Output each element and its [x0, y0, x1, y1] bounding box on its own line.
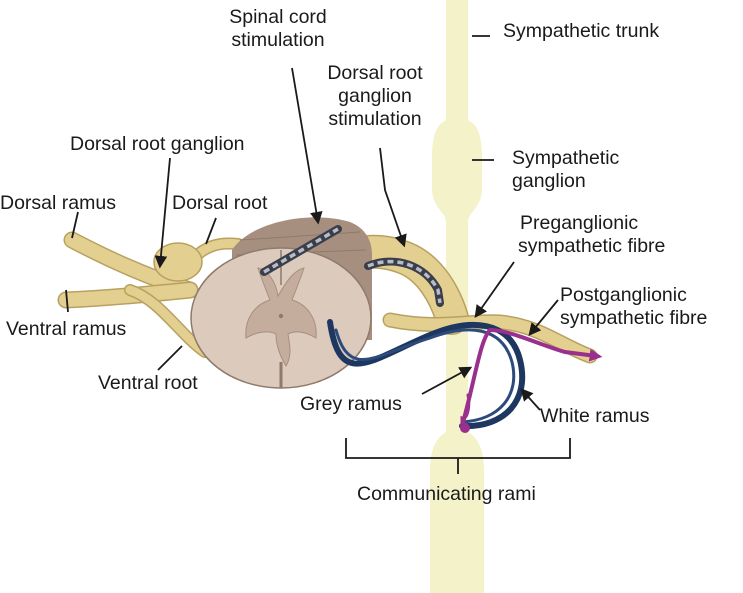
label-line: ganglion [512, 170, 586, 192]
label-line: Sympathetic [512, 147, 620, 169]
scs-electrode [260, 225, 342, 276]
label-ventral-ramus: Ventral ramus [6, 318, 127, 340]
label-sympathetic-trunk: Sympathetic trunk [503, 20, 660, 42]
label-spinal-cord-stimulation: Spinal cord stimulation [205, 6, 351, 52]
synapse-dot [460, 423, 470, 433]
label-line: Preganglionic [520, 212, 639, 234]
label-sympathetic-ganglion: Sympathetic ganglion [512, 147, 619, 193]
postganglionic-fibre [460, 327, 603, 428]
dorsal-root-ganglion-shape [153, 242, 203, 282]
sympathetic-ganglion-shape [432, 118, 482, 222]
label-drg-stimulation: Dorsal root ganglion stimulation [306, 62, 444, 131]
drg-electrode [364, 257, 444, 307]
label-line: sympathetic fibre [518, 235, 666, 257]
label-dorsal-ramus: Dorsal ramus [0, 192, 116, 214]
label-preganglionic-fibre: Preganglionic sympathetic fibre [518, 212, 665, 258]
label-communicating-rami: Communicating rami [357, 483, 536, 505]
label-line: Postganglionic [560, 284, 687, 306]
label-dorsal-root-ganglion: Dorsal root ganglion [70, 133, 245, 155]
label-postganglionic-fibre: Postganglionic sympathetic fibre [560, 284, 707, 330]
spinal-cord [190, 217, 372, 389]
label-white-ramus: White ramus [540, 405, 650, 427]
label-line: stimulation [328, 108, 422, 130]
label-grey-ramus: Grey ramus [300, 393, 402, 415]
label-line: Spinal cord [229, 6, 327, 28]
label-line: Dorsal root [327, 62, 423, 84]
label-line: sympathetic fibre [560, 307, 708, 329]
label-line: ganglion [338, 85, 412, 107]
white-ramus-fibre [327, 319, 526, 430]
leader-lines [65, 35, 571, 474]
fibres [327, 319, 603, 433]
label-line: stimulation [231, 29, 325, 51]
label-ventral-root: Ventral root [98, 372, 198, 394]
lower-sympathetic-ganglion-shape [430, 432, 484, 593]
label-dorsal-root: Dorsal root [172, 192, 268, 214]
